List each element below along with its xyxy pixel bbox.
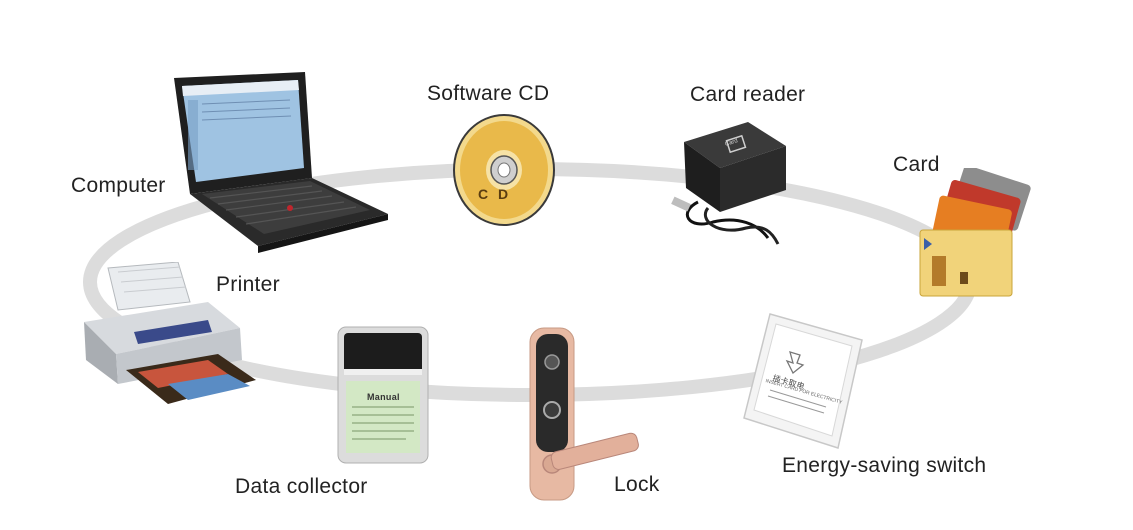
label-energy-saving-switch: Energy-saving switch [782,454,987,477]
door-lock-icon [529,327,639,501]
label-data-collector: Data collector [235,475,368,498]
printer-icon [84,262,256,404]
label-computer: Computer [71,174,166,197]
label-card-reader: Card reader [690,83,806,106]
label-printer: Printer [216,273,280,296]
manual-label-text: Manual [367,392,400,402]
card-reader-icon [671,122,786,245]
label-software-cd: Software CD [427,82,550,105]
cd-disc-icon [453,114,555,226]
energy-switch-icon [743,313,863,449]
laptop-icon [174,72,388,253]
label-card: Card [893,153,940,176]
rfid-cards-icon [919,168,1031,297]
label-lock: Lock [614,473,660,496]
data-collector-icon [337,326,429,464]
cd-label-text: C D [478,186,512,202]
